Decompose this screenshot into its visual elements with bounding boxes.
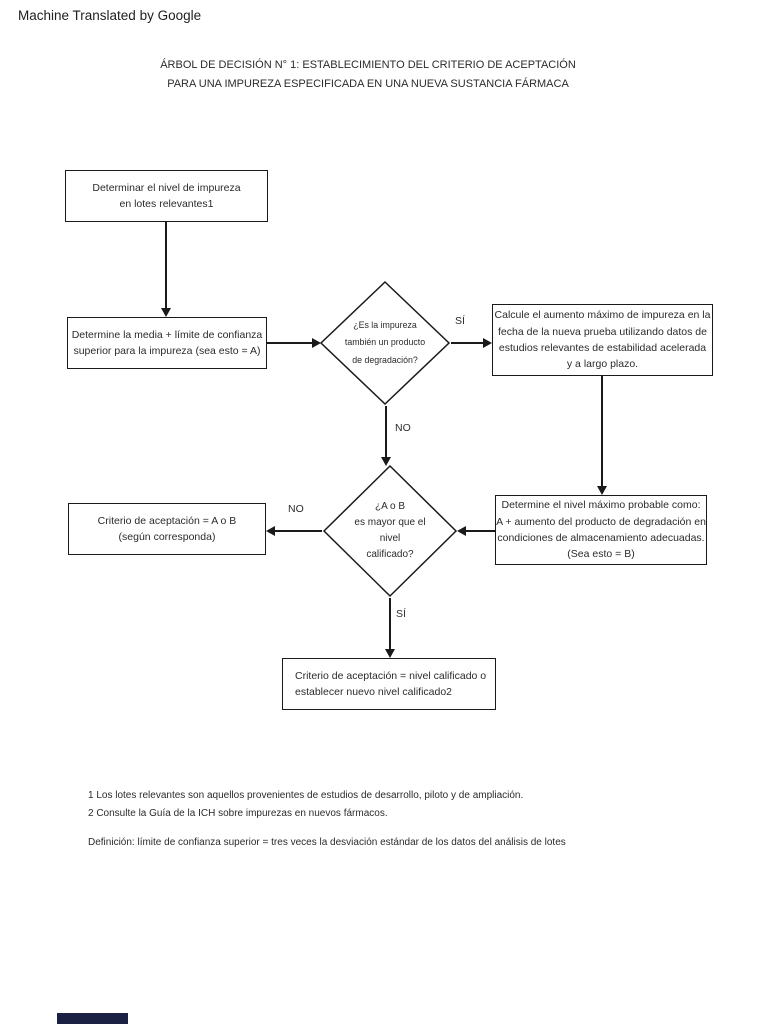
arrowhead-diamond1-to-c (483, 338, 492, 348)
branch-label-yes-degradation: SÍ (455, 315, 465, 327)
arrowhead-b-to-diamond1 (312, 338, 321, 348)
flow-box-mean-confidence: Determine la media + límite de confianza… (67, 317, 267, 369)
connector-diamond2-to-e (275, 530, 322, 532)
flow-diamond-greater-line3: nivel (379, 533, 401, 544)
flow-box-criterion-a-or-b-line1: Criterio de aceptación = A o B (97, 514, 237, 527)
flow-diamond-degradation-line2: también un producto (344, 337, 426, 348)
footnote-1: 1 Los lotes relevantes son aquellos prov… (88, 790, 524, 801)
bottom-edge-bar (57, 1013, 128, 1024)
flow-box-mean-confidence-line1: Determine la media + límite de confianza (71, 328, 263, 341)
flow-box-calculate-increase-line2: fecha de la nueva prueba utilizando dato… (498, 325, 707, 338)
flow-box-determine-level-line1: Determinar el nivel de impureza (92, 181, 241, 194)
flow-box-calculate-increase: Calcule el aumento máximo de impureza en… (492, 304, 713, 376)
footnotes: 1 Los lotes relevantes son aquellos prov… (88, 787, 708, 852)
flow-box-max-probable-level-line4: (Sea esto = B) (567, 548, 635, 561)
flow-diamond-degradation: ¿Es la impureza también un producto de d… (329, 300, 441, 386)
flow-box-max-probable-level-line2: A + aumento del producto de degradación … (496, 515, 706, 528)
page-title: ÁRBOL DE DECISIÓN N° 1: ESTABLECIMIENTO … (100, 56, 636, 93)
machine-translated-watermark: Machine Translated by Google (18, 8, 202, 23)
connector-diamond1-to-c (451, 342, 484, 344)
footnote-definition: Definición: límite de confianza superior… (88, 837, 566, 848)
flow-box-criterion-qualified-line2: establecer nuevo nivel calificado2 (295, 686, 453, 698)
flow-box-mean-confidence-line2: superior para la impureza (sea esto = A) (73, 345, 261, 357)
flow-box-determine-level: Determinar el nivel de impureza en lotes… (65, 170, 268, 222)
footnote-2: 2 Consulte la Guía de la ICH sobre impur… (88, 807, 388, 819)
flow-box-max-probable-level: Determine el nivel máximo probable como:… (495, 495, 707, 565)
flow-diamond-greater: ¿A o B es mayor que el nivel calificado? (334, 484, 446, 578)
flow-diamond-greater-line2: es mayor que el (354, 517, 426, 528)
connector-a-to-b (165, 222, 167, 309)
flow-diamond-greater-shape (322, 464, 458, 598)
title-line-1: ÁRBOL DE DECISIÓN N° 1: ESTABLECIMIENTO … (160, 59, 576, 71)
flow-diamond-greater-line4: calificado? (366, 549, 414, 560)
flow-box-criterion-qualified: Criterio de aceptación = nivel calificad… (282, 658, 496, 710)
flow-box-calculate-increase-line1: Calcule el aumento máximo de impureza en… (494, 309, 711, 322)
connector-diamond1-to-diamond2 (385, 406, 387, 458)
branch-label-no-greater: NO (288, 503, 304, 515)
flow-box-criterion-qualified-line1: Criterio de aceptación = nivel calificad… (295, 669, 487, 682)
arrowhead-diamond2-to-f (385, 649, 395, 658)
flow-diamond-greater-line1: ¿A o B (374, 501, 405, 512)
connector-c-to-d (601, 376, 603, 487)
connector-d-to-diamond2 (466, 530, 495, 532)
flow-diamond-degradation-line3: de degradación? (352, 354, 418, 365)
connector-b-to-diamond1 (267, 342, 313, 344)
arrowhead-diamond2-to-e (266, 526, 275, 536)
title-line-2: PARA UNA IMPUREZA ESPECIFICADA EN UNA NU… (167, 77, 569, 90)
branch-label-no-degradation: NO (395, 422, 411, 434)
flow-box-max-probable-level-line3: condiciones de almacenamiento adecuadas. (497, 532, 705, 544)
branch-label-yes-greater: SÍ (396, 608, 406, 620)
flow-box-calculate-increase-line3: estudios relevantes de estabilidad acele… (498, 342, 707, 354)
arrowhead-diamond1-to-diamond2 (381, 457, 391, 466)
flow-box-criterion-a-or-b: Criterio de aceptación = A o B (según co… (68, 503, 266, 555)
connector-diamond2-to-f (389, 598, 391, 650)
flow-diamond-degradation-shape (319, 280, 451, 406)
flow-box-criterion-a-or-b-line2: (según corresponda) (118, 531, 216, 543)
arrowhead-a-to-b (161, 308, 171, 317)
flow-diamond-degradation-line1: ¿Es la impureza (353, 320, 417, 331)
arrowhead-d-to-diamond2 (457, 526, 466, 536)
arrowhead-c-to-d (597, 486, 607, 495)
flow-box-calculate-increase-line4: y a largo plazo. (566, 358, 639, 371)
flow-box-determine-level-line2: en lotes relevantes1 (119, 198, 214, 210)
flow-box-max-probable-level-line1: Determine el nivel máximo probable como: (501, 499, 701, 512)
